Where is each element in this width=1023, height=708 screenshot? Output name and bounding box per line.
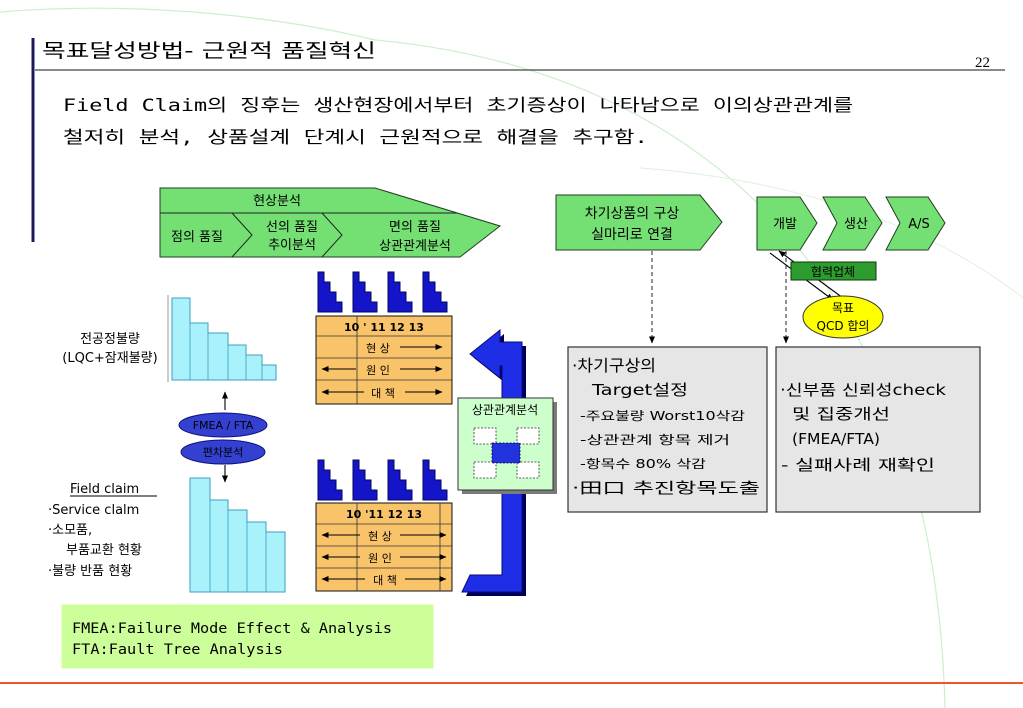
- target-panel-line: ·田口 추진항목도출: [572, 479, 760, 497]
- network-node-icon: [516, 427, 540, 445]
- stair-chart-icon: [317, 459, 343, 501]
- reliability-panel-line: (FMEA/FTA): [792, 430, 880, 448]
- fmea-fta-oval: [178, 412, 268, 438]
- stage-chevron-after-service: [885, 196, 946, 251]
- chevron-divider: [321, 212, 343, 258]
- stage-label: 개발: [773, 217, 797, 232]
- chart-steps: [171, 297, 277, 381]
- partner-label: 협력업체: [811, 265, 855, 279]
- table-row-label: 현 상: [368, 530, 392, 543]
- stair-chart-icon: [422, 459, 448, 501]
- stage-label: 생산: [844, 217, 868, 232]
- field-claim-item: 부품교환 현황: [66, 543, 142, 558]
- table-row-label: 원 인: [366, 364, 390, 377]
- defect-trend-chart: [167, 295, 277, 382]
- table-header: 10 '11 12 13: [346, 508, 422, 521]
- stage-label: 면의 품질: [389, 220, 441, 235]
- reliability-panel: [775, 346, 981, 513]
- network-node-icon: [473, 427, 497, 445]
- stair-chart-icon: [352, 459, 378, 501]
- fmea-fta-label: FMEA / FTA: [193, 419, 254, 432]
- chevron-divider: [231, 212, 253, 258]
- target-panel-line: ·차기구상의: [572, 356, 656, 375]
- reliability-panel-line: ·신부품 신뢰성check: [780, 381, 946, 399]
- trend-table: 10 '11 12 13 현 상 원 인 대 책: [315, 502, 453, 592]
- deviation-analysis-oval: [180, 439, 266, 465]
- page-title: 목표달성방법- 근원적 품질혁신: [42, 40, 376, 62]
- table-row-label: 현 상: [366, 342, 390, 355]
- decorative-arc: [0, 7, 376, 41]
- stair-chart-icon: [352, 271, 378, 313]
- correlation-analysis-box: 상관관계분석: [457, 397, 557, 494]
- table-row-label: 대 책: [373, 574, 397, 587]
- field-claim-heading: Field claim: [70, 482, 139, 497]
- target-panel-line: -상관관계 항목 제거: [580, 433, 730, 447]
- stair-icon-row: [317, 459, 448, 501]
- glossary-box: [61, 604, 434, 669]
- stage-label: 추이분석: [268, 238, 316, 253]
- claim-trend-chart: [189, 477, 286, 593]
- feedback-arrow-icon: [461, 328, 523, 593]
- field-claim-item: ·Service clalm: [48, 503, 139, 518]
- stage-chevron-development: [756, 196, 818, 251]
- table-body: [315, 502, 453, 592]
- intro-line: Field Claim의 징후는 생산현장에서부터 초기증상이 나타남으로 이의…: [63, 96, 853, 116]
- correlation-analysis-label: 상관관계분석: [472, 403, 538, 417]
- deviation-analysis-label: 편차분석: [203, 446, 243, 459]
- target-panel-line: -항목수 80% 삭감: [580, 457, 706, 471]
- chevron-title: 현상분석: [253, 194, 301, 209]
- qcd-goal-label: QCD 합의: [817, 319, 870, 333]
- field-claim-item: ·불량 반품 현황: [48, 564, 132, 579]
- next-product-chevron: [555, 194, 723, 251]
- glossary-line: FMEA:Failure Mode Effect & Analysis: [72, 621, 392, 637]
- stair-icon-row: [317, 271, 448, 313]
- network-hub-icon: [491, 442, 521, 464]
- process-defects-label: (LQC+잠재불량): [62, 351, 157, 366]
- intro-line: 철저히 분석, 상품설계 단계시 근원적으로 해결을 추구함.: [63, 128, 648, 148]
- process-defects-label: 전공정불량: [80, 332, 140, 347]
- qcd-goal-label: 목표: [832, 301, 854, 315]
- table-row-label: 원 인: [368, 552, 392, 565]
- field-claim-item: ·소모품,: [48, 523, 92, 538]
- stage-chevron-production: [822, 196, 883, 251]
- stage-label: 점의 품질: [171, 230, 223, 245]
- chart-steps: [189, 477, 286, 593]
- reliability-panel-line: 및 집중개선: [792, 405, 890, 423]
- glossary-line: FTA:Fault Tree Analysis: [72, 642, 283, 658]
- stair-chart-icon: [387, 271, 413, 313]
- target-panel-line: Target설정: [591, 381, 688, 399]
- table-body: [315, 315, 453, 405]
- stair-chart-icon: [422, 271, 448, 313]
- table-header: 10 ' 11 12 13: [344, 321, 424, 334]
- stair-chart-icon: [387, 459, 413, 501]
- network-node-icon: [473, 461, 497, 479]
- next-product-label: 차기상품의 구상: [585, 206, 680, 222]
- partner-box: [790, 261, 877, 281]
- stage-label: 상관관계분석: [379, 239, 451, 254]
- target-panel: [567, 346, 768, 513]
- next-product-label: 실마리로 연결: [591, 227, 673, 243]
- stage-label: A/S: [908, 217, 930, 232]
- stair-chart-icon: [317, 271, 343, 313]
- trend-table: 10 ' 11 12 13 현 상 원 인 대 책: [315, 315, 453, 405]
- stage-label: 선의 품질: [266, 220, 318, 235]
- qcd-goal-oval: [802, 295, 884, 339]
- table-row-label: 대 책: [371, 387, 395, 400]
- reliability-panel-line: - 실패사례 재확인: [781, 456, 935, 474]
- network-node-icon: [516, 461, 540, 479]
- page-number: 22: [975, 55, 990, 71]
- target-panel-line: -주요불량 Worst10삭감: [580, 409, 745, 423]
- phenomenon-analysis-chevron: 현상분석 점의 품질 선의 품질 추이분석 면의 품질 상관관계분석: [159, 187, 502, 258]
